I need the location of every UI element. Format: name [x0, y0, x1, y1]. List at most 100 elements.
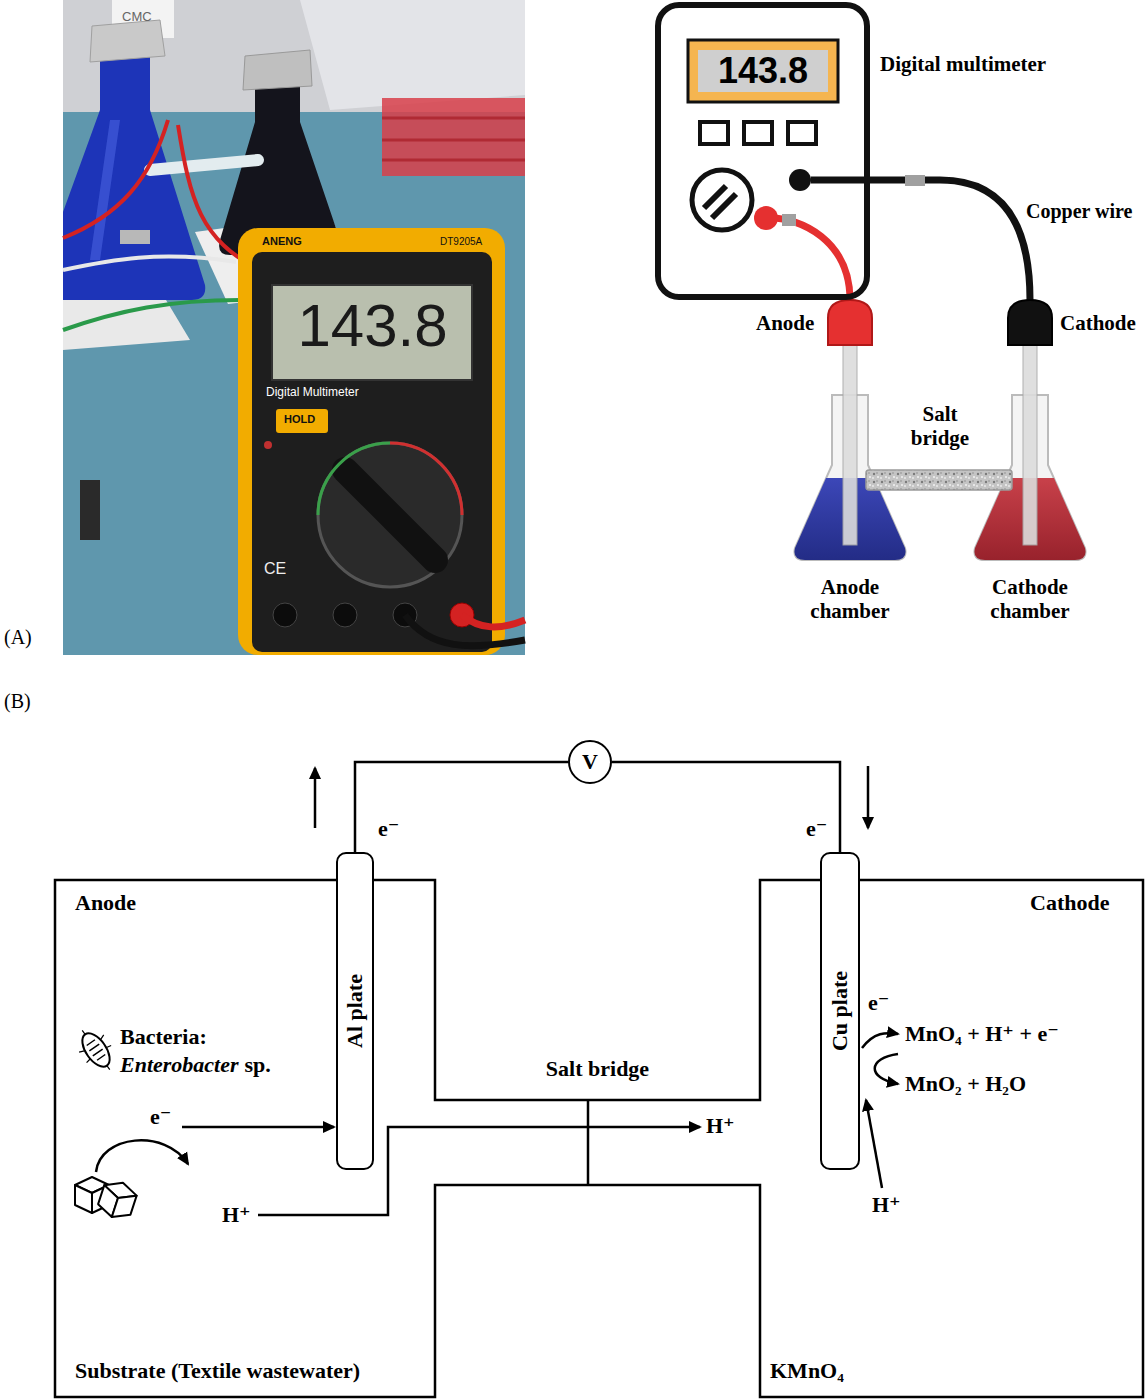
photo: [243, 50, 312, 90]
reaction-arrow: [875, 1054, 898, 1084]
meter-jacks: [754, 169, 811, 230]
reaction-arrow: [182, 1126, 334, 1129]
chamber-label: Anode: [75, 890, 136, 915]
multimeter-icon: 143.8Digital multimeter: [655, 2, 870, 300]
display-reading: 143.8: [698, 50, 828, 92]
salt-bridge: Salt bridge: [435, 1100, 760, 1185]
photo-text: CMC: [122, 10, 152, 24]
cell-outline: [55, 880, 1143, 1397]
photo: [382, 98, 525, 176]
electrode-clip: [1008, 300, 1052, 345]
photo: [63, 300, 240, 330]
meter-buttons: [700, 122, 816, 144]
photo: [462, 615, 525, 627]
lcd-frame: [688, 40, 838, 102]
electron-label: e⁻: [868, 990, 889, 1015]
electrode-rod: [1023, 345, 1037, 545]
electrode-plate: Cu plate: [820, 852, 860, 1170]
probe-wires: [771, 218, 850, 300]
lcd-reading: 143.8: [280, 293, 465, 359]
model-number: DT9205A: [440, 236, 482, 247]
photo: [63, 0, 525, 655]
probe-wires: [811, 180, 1030, 300]
photo: [333, 603, 357, 627]
part-label: Cathode: [1060, 311, 1136, 335]
current-arrow: [314, 768, 317, 828]
photo: [252, 252, 492, 652]
plate-label: Al plate: [342, 974, 367, 1048]
salt-bridge-tube: [866, 470, 1012, 490]
reaction-arrow: [866, 1100, 882, 1188]
reaction-label: MnO₂ + H₂O: [905, 1071, 1026, 1096]
substrate-cubes: [96, 1178, 139, 1223]
probe-wires: [782, 214, 796, 226]
anode-flask: Anode chamber: [780, 390, 920, 630]
organism-label: Bacteria:: [120, 1024, 207, 1049]
photo: [390, 443, 462, 515]
button-label: HOLD: [284, 413, 315, 425]
reaction-arrow: [862, 1033, 898, 1048]
plate-label: Cu plate: [827, 971, 852, 1051]
proton-label: H⁺: [222, 1202, 251, 1227]
bacterium-icon: [70, 1022, 122, 1079]
photo: [345, 470, 435, 560]
substrate-cubes: [75, 1177, 139, 1222]
photo: [300, 0, 525, 110]
meter-dial: [692, 170, 752, 230]
photo: [264, 441, 272, 449]
substrate-cubes: [112, 1190, 137, 1222]
photo: [90, 120, 120, 260]
photo: [150, 160, 258, 170]
cell-outline: [55, 880, 1143, 1397]
photo: [63, 0, 525, 655]
salt-bridge-tube: [866, 470, 1012, 490]
proton-label: H⁺: [872, 1192, 901, 1217]
meter-jacks: [789, 169, 811, 191]
reaction-arrow: [258, 1127, 700, 1215]
photo: [382, 118, 525, 160]
wire: [355, 762, 568, 852]
photo: [318, 443, 390, 515]
reaction-label: MnO₄ + H⁺ + e⁻: [905, 1021, 1059, 1046]
part-label: Digital multimeter: [880, 52, 1046, 76]
cell-outline: [587, 1100, 590, 1185]
electrode-rod: [843, 345, 1037, 545]
part-label: Anode: [756, 311, 814, 335]
cert-mark: CE: [264, 560, 286, 578]
meter-buttons: [744, 122, 772, 144]
lcd-frame: [688, 40, 838, 102]
electron-label: e⁻: [378, 816, 399, 841]
photo: [80, 480, 100, 540]
photo: [63, 257, 236, 270]
electrode-clip: [828, 300, 1052, 345]
electron-label: e⁻: [150, 1104, 171, 1129]
reaction-arrow: [96, 1033, 898, 1215]
electron-label: e⁻: [806, 816, 827, 841]
electrode-plate: Al plate: [336, 852, 374, 1170]
organism-name: sp.: [245, 1052, 271, 1077]
photo: [272, 285, 472, 380]
voltmeter-circle: V: [568, 740, 612, 784]
flask: [794, 395, 1085, 560]
part-label: Copper wire: [1026, 200, 1132, 223]
photo: [238, 228, 505, 655]
electrolyte-label: KMnO₄: [770, 1358, 844, 1383]
reaction-arrow: [96, 1140, 188, 1172]
proton-label: H⁺: [706, 1113, 735, 1138]
cathode-chamber: CathodeKMnO₄ Cu plate: [760, 880, 1145, 1399]
bridge-label: Salt bridge: [435, 1056, 760, 1081]
panel-label: (B): [4, 690, 31, 713]
meter-dial: [704, 186, 736, 218]
substrate-label: Substrate (Textile wastewater): [75, 1358, 360, 1383]
bacterium-icon: [77, 1029, 115, 1072]
chamber-label: Cathode: [1030, 890, 1109, 915]
bacterium-icon: [86, 1039, 106, 1061]
probe-wires: [771, 175, 1030, 300]
meter-jacks: [754, 206, 778, 230]
lcd-frame: [698, 50, 828, 92]
probe-wires: [905, 175, 925, 186]
bacterium-icon: [70, 1022, 122, 1079]
